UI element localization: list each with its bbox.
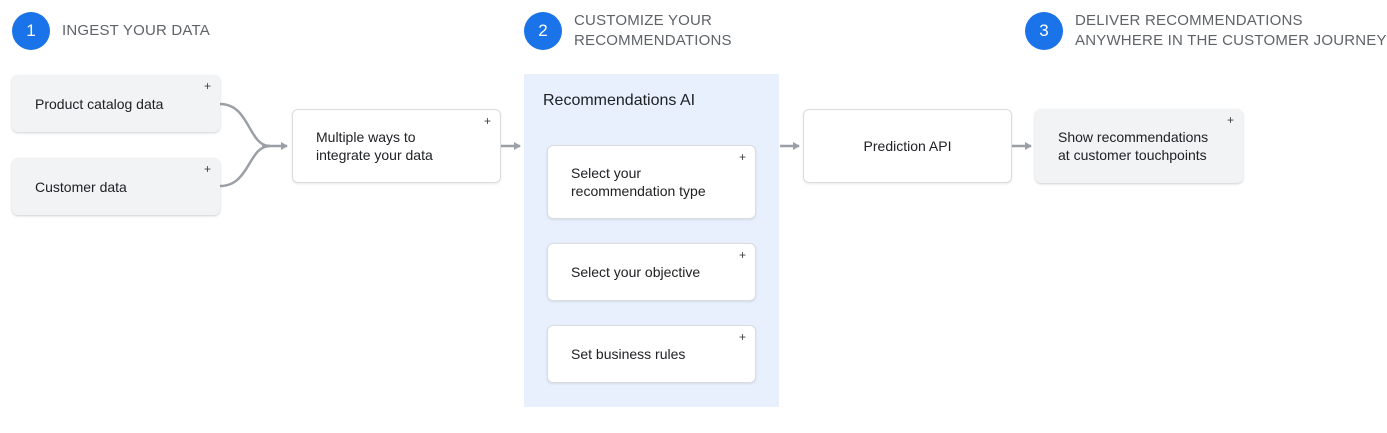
expand-icon[interactable]: + [203, 79, 211, 93]
step-1-badge: 1 [12, 12, 50, 50]
step-2-badge: 2 [524, 12, 562, 50]
step-1-title: INGEST YOUR DATA [62, 22, 210, 39]
integrate-data-card[interactable]: Multiple ways to integrate your data + [292, 109, 501, 183]
prediction-api-card[interactable]: Prediction API [803, 109, 1012, 183]
recommendation-type-card[interactable]: Select your recommendation type + [547, 145, 756, 219]
objective-label: Select your objective [571, 264, 701, 280]
expand-icon[interactable]: + [1226, 113, 1234, 127]
business-rules-label: Set business rules [571, 346, 686, 362]
prediction-api-label: Prediction API [863, 138, 952, 154]
expand-icon[interactable]: + [203, 162, 211, 176]
customer-data-label: Customer data [35, 178, 127, 195]
connector-product-catalog [219, 102, 271, 148]
expand-icon[interactable]: + [738, 330, 746, 344]
expand-icon[interactable]: + [483, 114, 491, 128]
expand-icon[interactable]: + [738, 248, 746, 262]
business-rules-card[interactable]: Set business rules + [547, 325, 756, 383]
recommendations-ai-title: Recommendations AI [543, 92, 696, 109]
step-2-title: CUSTOMIZE YOUR RECOMMENDATIONS [574, 12, 732, 49]
show-recommendations-label: Show recommendations at customer touchpo… [1058, 129, 1209, 163]
step-3-badge: 3 [1025, 12, 1063, 50]
product-catalog-card[interactable]: Product catalog data + [12, 75, 220, 132]
expand-icon[interactable]: + [738, 150, 746, 164]
recommendation-type-label: Select your recommendation type [571, 165, 706, 199]
connector-customer-data [219, 144, 271, 188]
integrate-data-label: Multiple ways to integrate your data [316, 129, 433, 163]
show-recommendations-card[interactable]: Show recommendations at customer touchpo… [1035, 109, 1243, 183]
product-catalog-label: Product catalog data [35, 95, 164, 112]
objective-card[interactable]: Select your objective + [547, 243, 756, 301]
customer-data-card[interactable]: Customer data + [12, 158, 220, 215]
step-3-title: DELIVER RECOMMENDATIONS ANYWHERE IN THE … [1075, 12, 1387, 49]
